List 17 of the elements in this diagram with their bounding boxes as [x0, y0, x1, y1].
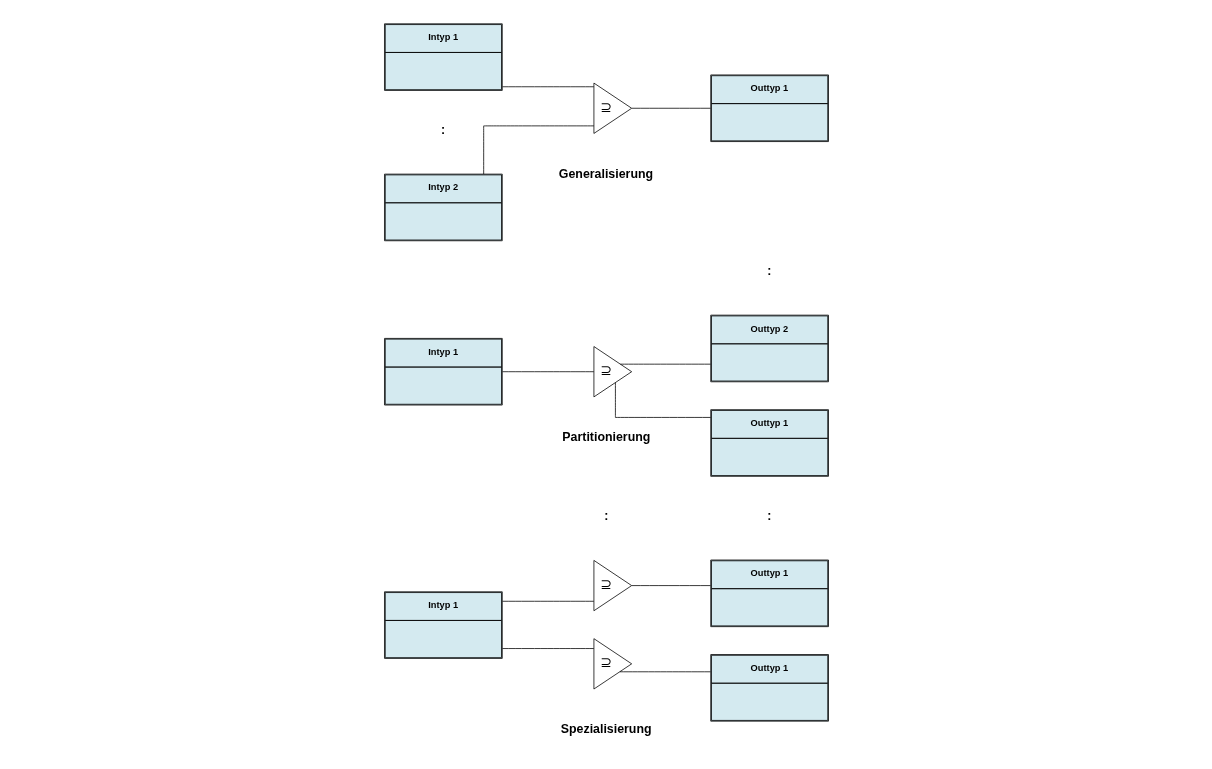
label: :: [440, 123, 445, 138]
connector: [631, 585, 711, 586]
label: :: [766, 264, 771, 279]
label: :: [603, 509, 608, 524]
connector: [501, 371, 594, 373]
label: Partitionierung: [561, 430, 650, 445]
connector: [501, 600, 594, 602]
connector: [614, 382, 711, 418]
connector: [482, 125, 594, 175]
connector: [618, 671, 711, 673]
label: Generalisierung: [558, 166, 653, 181]
connector: [619, 363, 711, 365]
label: :: [766, 509, 771, 524]
label: Spezialisierung: [560, 722, 652, 737]
connector: [501, 86, 594, 88]
connector: [631, 107, 711, 109]
connector: [501, 648, 594, 649]
